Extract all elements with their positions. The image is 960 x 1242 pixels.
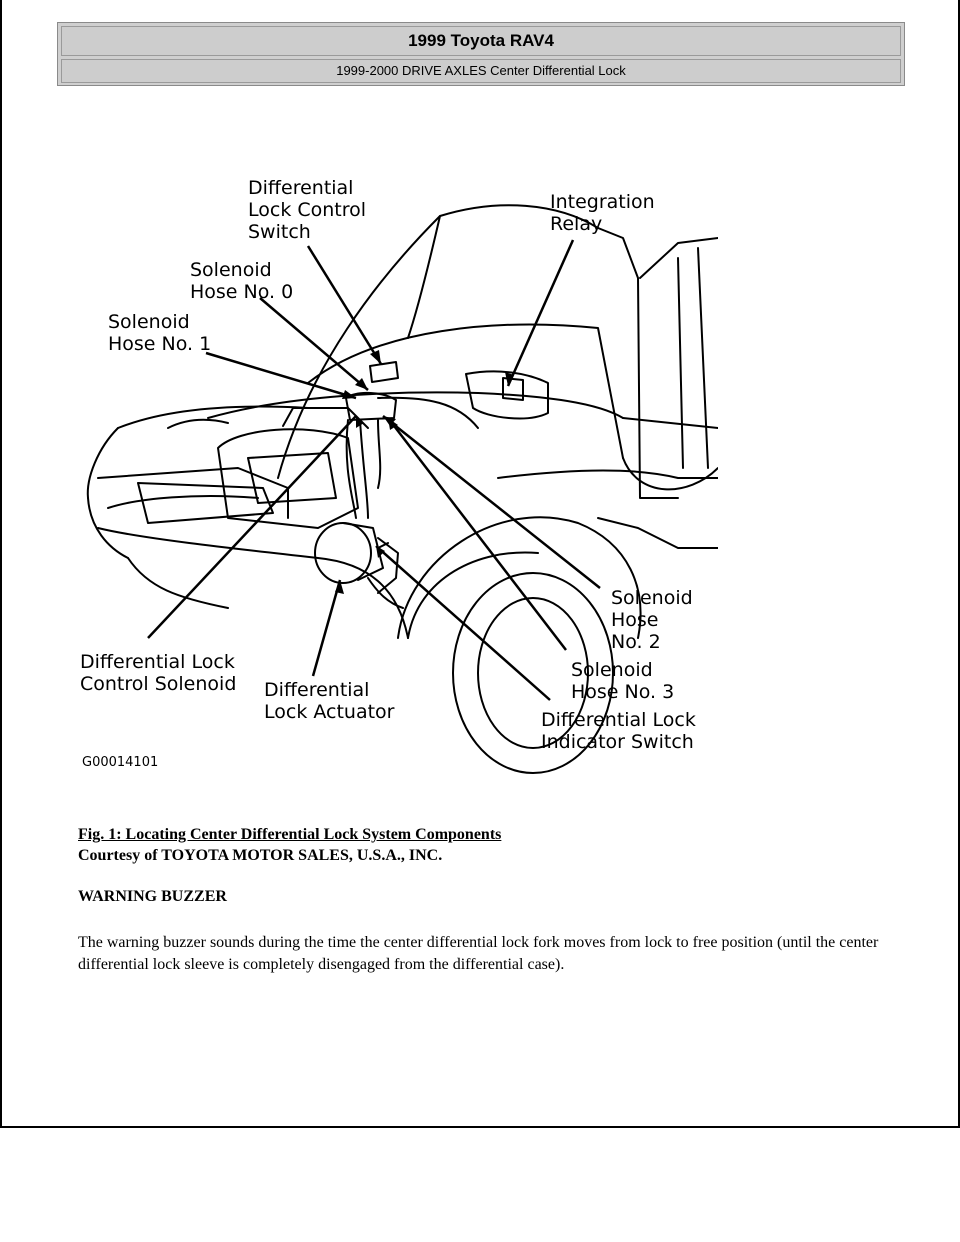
page-border-right (958, 0, 960, 1128)
header-subtitle: 1999-2000 DRIVE AXLES Center Differentia… (61, 59, 901, 83)
leader-arrowheads (335, 350, 514, 594)
callout-integration-relay: Integration Relay (550, 191, 661, 235)
component-location-figure: Differential Lock Control Switch Integra… (78, 168, 718, 788)
caption-title: Fig. 1: Locating Center Differential Loc… (78, 826, 502, 843)
callout-lock-control-solenoid: Differential Lock Control Solenoid (80, 651, 241, 695)
callout-solenoid-hose-0: Solenoid Hose No. 0 (190, 259, 293, 303)
section-paragraph: The warning buzzer sounds during the tim… (78, 934, 879, 973)
figure-caption: Fig. 1: Locating Center Differential Loc… (78, 824, 501, 866)
callout-lock-actuator: Differential Lock Actuator (264, 679, 395, 723)
callout-lock-control-switch: Differential Lock Control Switch (248, 177, 372, 243)
callout-solenoid-hose-2: Solenoid Hose No. 2 (611, 587, 699, 653)
figure-id: G00014101 (82, 755, 158, 770)
header-title: 1999 Toyota RAV4 (61, 26, 901, 56)
callout-solenoid-hose-3: Solenoid Hose No. 3 (571, 659, 674, 703)
page-border-left (0, 0, 2, 1128)
vehicle-line-drawing: Differential Lock Control Switch Integra… (80, 177, 718, 774)
section-heading: WARNING BUZZER (78, 888, 227, 905)
document-header: 1999 Toyota RAV4 1999-2000 DRIVE AXLES C… (57, 22, 905, 86)
callout-solenoid-hose-1: Solenoid Hose No. 1 (108, 311, 211, 355)
callout-lock-indicator-switch: Differential Lock Indicator Switch (541, 709, 702, 753)
page-border-bottom (0, 1126, 960, 1128)
caption-courtesy: Courtesy of TOYOTA MOTOR SALES, U.S.A., … (78, 847, 443, 864)
leader-lines (147, 239, 601, 701)
